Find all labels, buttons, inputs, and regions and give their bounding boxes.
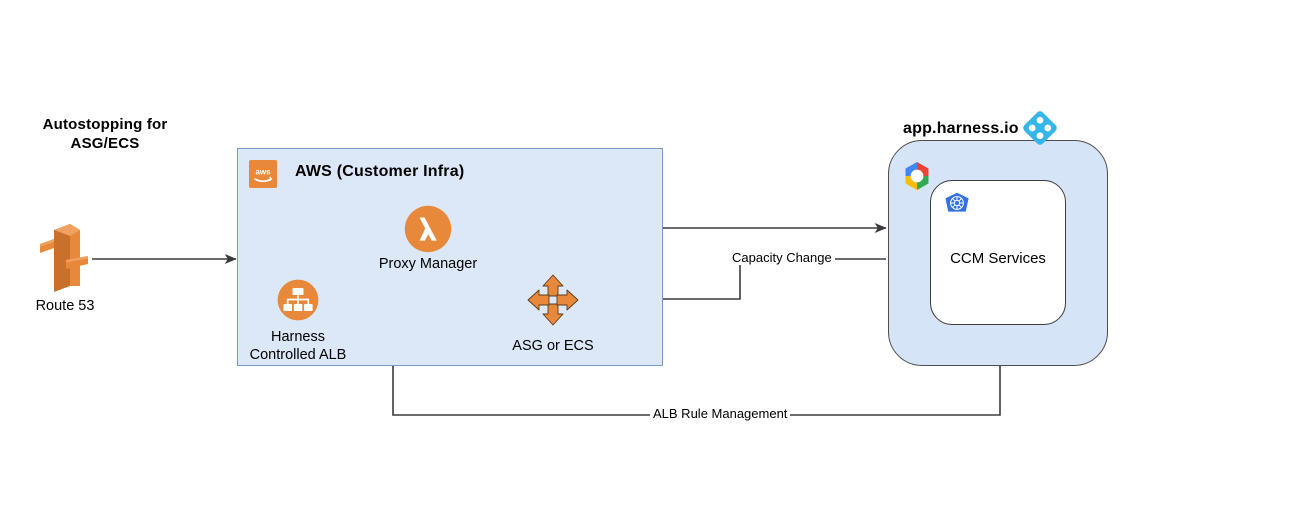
kubernetes-icon bbox=[943, 192, 971, 220]
aws-load-balancer-icon bbox=[277, 279, 319, 321]
page-title-line1: Autostopping for bbox=[42, 116, 168, 133]
google-cloud-icon bbox=[901, 160, 933, 192]
asg-ecs-label: ASG or ECS bbox=[512, 338, 594, 354]
page-title: Autostopping for ASG/ECS bbox=[20, 115, 190, 153]
aws-icon: aws bbox=[249, 160, 277, 188]
harness-alb-label: Harness Controlled ALB bbox=[238, 328, 358, 364]
aws-group-title: AWS (Customer Infra) bbox=[295, 163, 465, 180]
harness-icon bbox=[1023, 111, 1057, 145]
harness-alb-label-line1: Harness bbox=[271, 329, 325, 345]
proxy-manager-label: Proxy Manager bbox=[378, 256, 478, 272]
route53-label: Route 53 bbox=[35, 298, 95, 314]
alb-rule-management-label: ALB Rule Management bbox=[650, 406, 791, 421]
page-title-line2: ASG/ECS bbox=[70, 135, 140, 152]
capacity-change-label: Capacity Change bbox=[729, 250, 835, 265]
harness-group-title: app.harness.io bbox=[903, 120, 1019, 137]
aws-route53-icon bbox=[36, 222, 94, 294]
ccm-services-label: CCM Services bbox=[950, 250, 1046, 267]
aws-auto-scaling-icon bbox=[525, 272, 581, 328]
aws-customer-infra-group bbox=[237, 148, 663, 366]
svg-text:aws: aws bbox=[255, 168, 271, 177]
aws-lambda-icon bbox=[404, 205, 452, 253]
harness-alb-label-line2: Controlled ALB bbox=[249, 347, 347, 363]
